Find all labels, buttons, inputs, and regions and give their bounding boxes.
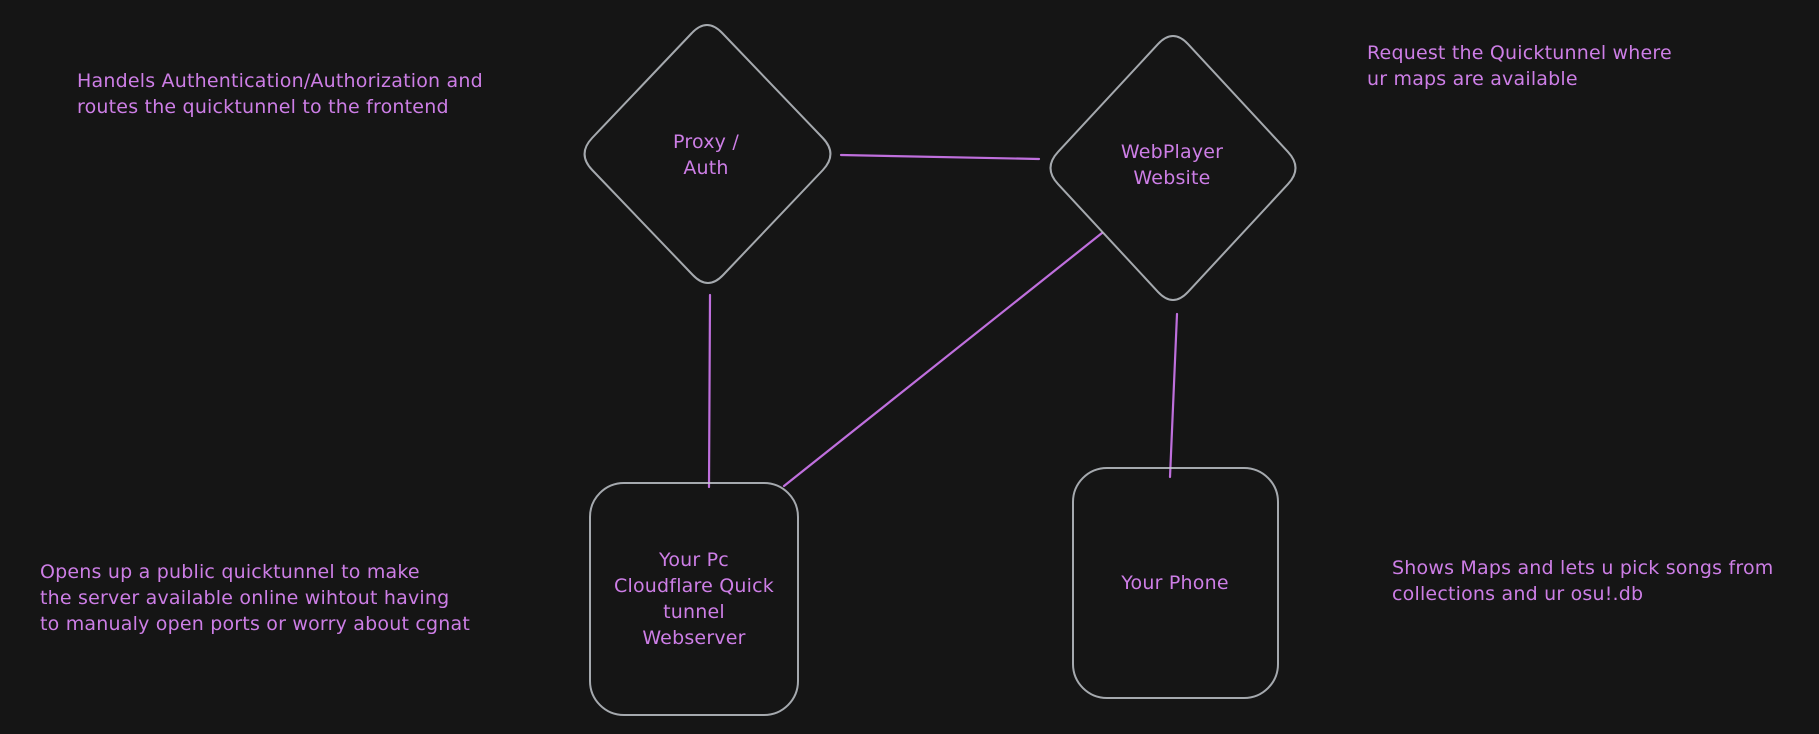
edge-proxy-to-webplayer[interactable] bbox=[839, 153, 1041, 161]
annotation-webplayer-note[interactable]: Request the Quicktunnel where ur maps ar… bbox=[1367, 42, 1672, 90]
node-shape-proxy-auth[interactable] bbox=[583, 24, 832, 284]
node-label-pc-webserver[interactable]: Your Pc Cloudflare Quick tunnel Webserve… bbox=[614, 549, 774, 649]
node-label-your-phone[interactable]: Your Phone bbox=[1121, 572, 1229, 594]
annotation-proxy-note[interactable]: Handels Authentication/Authorization and… bbox=[77, 70, 483, 118]
edge-proxy-to-pc-webserver[interactable] bbox=[707, 293, 712, 489]
node-shape-pc-webserver[interactable] bbox=[589, 482, 799, 716]
annotation-phone-note[interactable]: Shows Maps and lets u pick songs from co… bbox=[1392, 557, 1774, 605]
edge-webplayer-to-phone[interactable] bbox=[1168, 312, 1179, 479]
annotation-tunnel-note[interactable]: Opens up a public quicktunnel to make th… bbox=[40, 561, 471, 635]
edge-webplayer-to-pc-webserver[interactable] bbox=[782, 231, 1104, 488]
node-label-proxy-auth[interactable]: Proxy / Auth bbox=[673, 131, 739, 179]
node-shape-your-phone[interactable] bbox=[1072, 467, 1279, 699]
node-shape-webplayer-website[interactable] bbox=[1049, 35, 1297, 301]
node-label-webplayer-website[interactable]: WebPlayer Website bbox=[1120, 141, 1224, 189]
